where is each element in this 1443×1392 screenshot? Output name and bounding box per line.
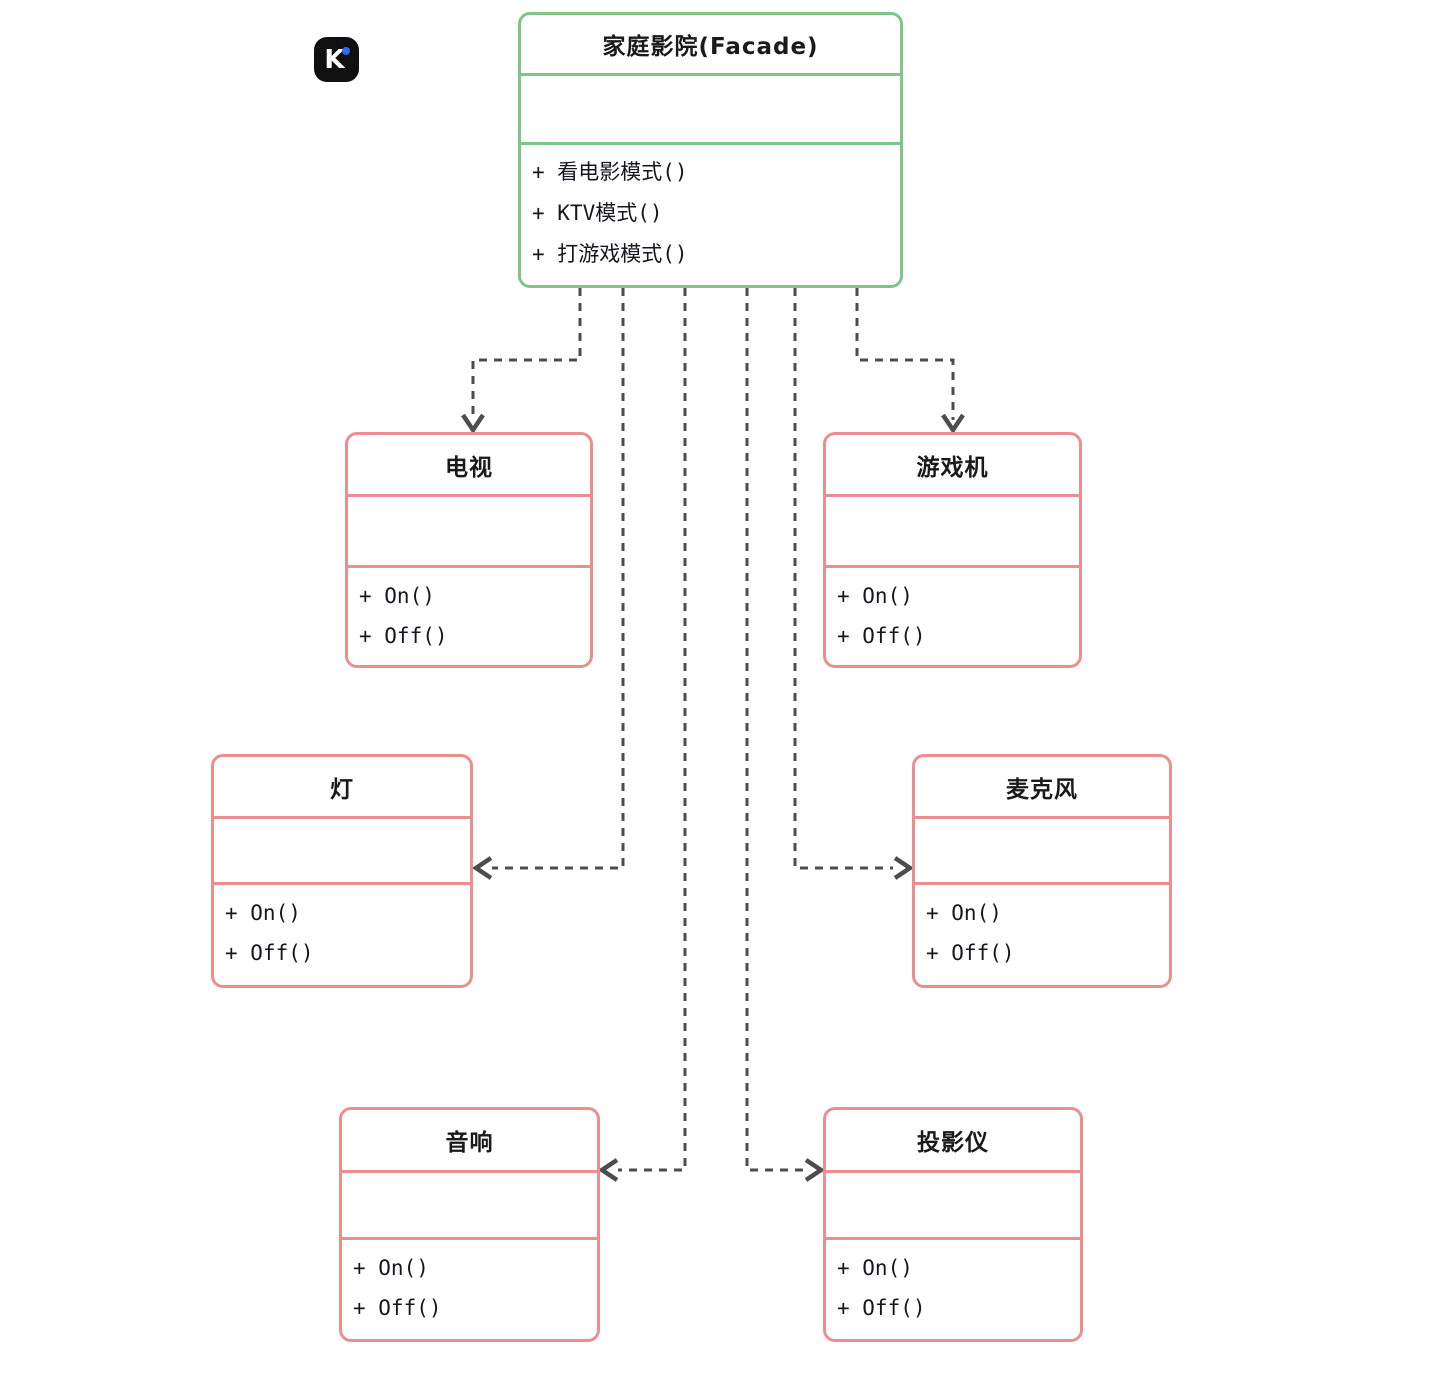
method-label: + On() bbox=[926, 901, 1002, 925]
arrowhead-icon bbox=[804, 1158, 826, 1182]
class-methods: + On() + Off() bbox=[826, 1240, 1080, 1339]
method-label: + Off() bbox=[359, 624, 448, 648]
class-box-projector: 投影仪 + On() + Off() bbox=[823, 1107, 1083, 1342]
method-label: + On() bbox=[837, 584, 913, 608]
class-title: 灯 bbox=[214, 757, 470, 819]
class-title: 音响 bbox=[342, 1110, 597, 1173]
class-title: 投影仪 bbox=[826, 1110, 1080, 1173]
class-attributes-empty bbox=[348, 497, 590, 568]
arrowhead-icon bbox=[893, 856, 915, 880]
edge-facade-to-console bbox=[855, 288, 965, 435]
method-label: + 打游戏模式() bbox=[532, 242, 688, 266]
method-label: + On() bbox=[837, 1256, 913, 1280]
method-label: + Off() bbox=[225, 941, 314, 965]
class-attributes-empty bbox=[342, 1173, 597, 1240]
method-label: + Off() bbox=[837, 624, 926, 648]
class-methods: + On() + Off() bbox=[348, 568, 590, 665]
class-attributes-empty bbox=[915, 819, 1169, 885]
arrowhead-icon bbox=[461, 413, 485, 435]
arrowhead-icon bbox=[471, 856, 493, 880]
class-box-tv: 电视 + On() + Off() bbox=[345, 432, 593, 668]
class-attributes-empty bbox=[826, 1173, 1080, 1240]
class-methods: + 看电影模式() + KTV模式() + 打游戏模式() bbox=[521, 145, 900, 285]
arrowhead-icon bbox=[941, 413, 965, 435]
class-title: 游戏机 bbox=[826, 435, 1079, 497]
class-methods: + On() + Off() bbox=[342, 1240, 597, 1339]
class-box-game-console: 游戏机 + On() + Off() bbox=[823, 432, 1082, 668]
arrowhead-icon bbox=[597, 1158, 619, 1182]
method-label: + 看电影模式() bbox=[532, 160, 688, 184]
logo-letter: K bbox=[324, 44, 345, 75]
class-title: 家庭影院(Facade) bbox=[521, 15, 900, 76]
method-label: + Off() bbox=[837, 1296, 926, 1320]
class-title: 麦克风 bbox=[915, 757, 1169, 819]
method-label: + On() bbox=[359, 584, 435, 608]
kimi-logo: K bbox=[314, 37, 359, 82]
edge-facade-to-light bbox=[471, 288, 625, 880]
edge-facade-to-projector bbox=[745, 288, 826, 1182]
class-attributes-empty bbox=[826, 497, 1079, 568]
edge-facade-to-tv bbox=[461, 288, 582, 435]
method-label: + On() bbox=[225, 901, 301, 925]
class-attributes-empty bbox=[214, 819, 470, 885]
class-methods: + On() + Off() bbox=[826, 568, 1079, 665]
class-methods: + On() + Off() bbox=[214, 885, 470, 985]
edge-facade-to-speaker bbox=[597, 288, 687, 1182]
method-label: + KTV模式() bbox=[532, 201, 663, 225]
class-box-speaker: 音响 + On() + Off() bbox=[339, 1107, 600, 1342]
class-box-facade: 家庭影院(Facade) + 看电影模式() + KTV模式() + 打游戏模式… bbox=[518, 12, 903, 288]
class-methods: + On() + Off() bbox=[915, 885, 1169, 985]
method-label: + Off() bbox=[926, 941, 1015, 965]
class-box-microphone: 麦克风 + On() + Off() bbox=[912, 754, 1172, 988]
class-attributes-empty bbox=[521, 76, 900, 145]
class-box-light: 灯 + On() + Off() bbox=[211, 754, 473, 988]
method-label: + On() bbox=[353, 1256, 429, 1280]
method-label: + Off() bbox=[353, 1296, 442, 1320]
logo-dot-icon bbox=[342, 47, 350, 55]
class-title: 电视 bbox=[348, 435, 590, 497]
edge-facade-to-mic bbox=[793, 288, 915, 880]
